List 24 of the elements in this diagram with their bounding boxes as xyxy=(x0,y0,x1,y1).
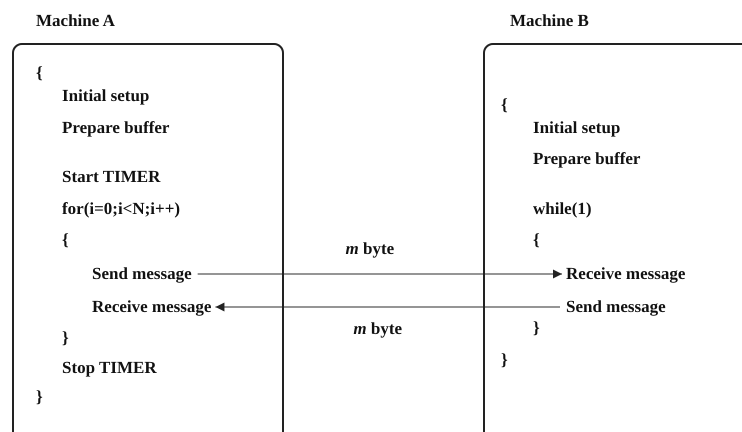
code-line: for(i=0;i<N;i++) xyxy=(62,199,180,219)
code-line: Stop TIMER xyxy=(62,358,157,378)
code-line: Prepare buffer xyxy=(533,149,640,169)
arrow xyxy=(215,302,560,312)
code-line: { xyxy=(36,63,43,83)
code-line: } xyxy=(533,318,540,338)
code-line: while(1) xyxy=(533,199,592,219)
arrow xyxy=(198,270,562,278)
code-line: } xyxy=(62,328,69,348)
message-step: Send message xyxy=(566,297,666,317)
code-line: } xyxy=(501,350,508,370)
code-line: Start TIMER xyxy=(62,167,160,187)
message-step: Receive message xyxy=(92,297,212,317)
code-line: { xyxy=(533,230,540,250)
code-line: Initial setup xyxy=(62,86,150,106)
machine-heading: Machine A xyxy=(36,11,115,31)
message-step: Receive message xyxy=(566,264,686,284)
code-line: Initial setup xyxy=(533,118,620,138)
code-line: } xyxy=(36,387,43,407)
code-line: { xyxy=(62,230,69,250)
message-step: Send message xyxy=(92,264,192,284)
machine-heading: Machine B xyxy=(510,11,589,31)
code-line: Prepare buffer xyxy=(62,118,170,138)
code-line: { xyxy=(501,95,508,115)
